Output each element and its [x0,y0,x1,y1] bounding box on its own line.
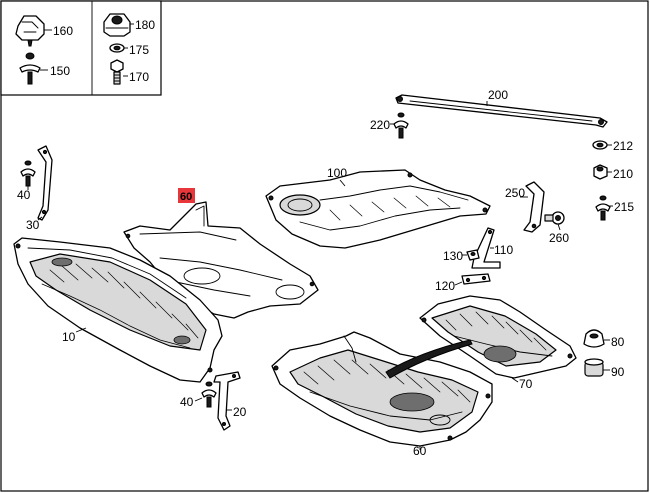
callout-80: 80 [611,335,625,349]
bracket-part-20[interactable] [213,371,241,431]
grommet-part-90[interactable] [584,358,604,377]
underbody-panel-part-10[interactable] [13,237,223,383]
callout-175: 175 [129,43,149,57]
strut-bar-part-200[interactable] [395,94,608,128]
screw-part-40-upper[interactable] [20,160,36,187]
callout-60: 60 [413,444,427,458]
leader-260 [557,223,561,231]
leader-40-lower [194,397,203,402]
callout-250: 250 [505,186,525,200]
bracket-part-120[interactable] [461,273,491,285]
callout-60-highlight [178,188,195,203]
clip-part-130[interactable] [466,249,480,261]
leader-30 [37,216,43,221]
callout-90: 90 [611,365,625,379]
clip-nut-part-160[interactable] [15,15,45,47]
washer-part-175[interactable] [109,43,125,53]
callout-200: 200 [488,88,508,102]
bracket-part-30[interactable] [37,145,53,221]
callout-20: 20 [233,405,247,419]
callout-170: 170 [129,70,149,84]
callout-30: 30 [26,218,40,232]
callout-70: 70 [519,377,533,391]
callout-160: 160 [53,24,73,38]
nut-part-210[interactable] [593,164,608,180]
callout-100: 100 [327,166,347,180]
underbody-panel-part-60[interactable] [271,331,493,447]
rubber-buffer-part-80[interactable] [583,329,605,348]
bolt-part-170[interactable] [110,59,124,85]
bracket-part-250[interactable] [523,181,545,233]
callout-260: 260 [549,231,569,245]
bolt-part-260[interactable] [544,211,565,225]
callout-110: 110 [494,243,513,257]
callout-10: 10 [62,330,76,344]
underbody-panel-part-70[interactable] [419,295,577,379]
callout-215: 215 [614,200,634,214]
engine-cover-part-100[interactable] [265,169,491,249]
leader-100 [339,179,346,187]
callout-40-upper: 40 [17,188,31,202]
leader-120 [454,281,463,286]
callout-210: 210 [613,167,633,181]
leader-70 [511,377,519,383]
callout-120: 120 [435,279,455,293]
screw-part-215[interactable] [595,195,611,221]
callout-130: 130 [443,249,463,263]
callout-60-highlighted: 60 [180,191,192,203]
clip-nut-part-180[interactable] [103,13,131,37]
screw-part-40-lower[interactable] [201,381,217,408]
callout-220: 220 [370,118,390,132]
callout-150: 150 [50,64,70,78]
screw-part-220[interactable] [393,112,409,139]
screw-part-150[interactable] [19,52,41,85]
callout-40-lower: 40 [180,395,194,409]
leader-10 [75,327,87,333]
washer-part-212[interactable] [592,140,608,150]
callout-212: 212 [613,139,633,153]
callout-180: 180 [135,18,155,32]
